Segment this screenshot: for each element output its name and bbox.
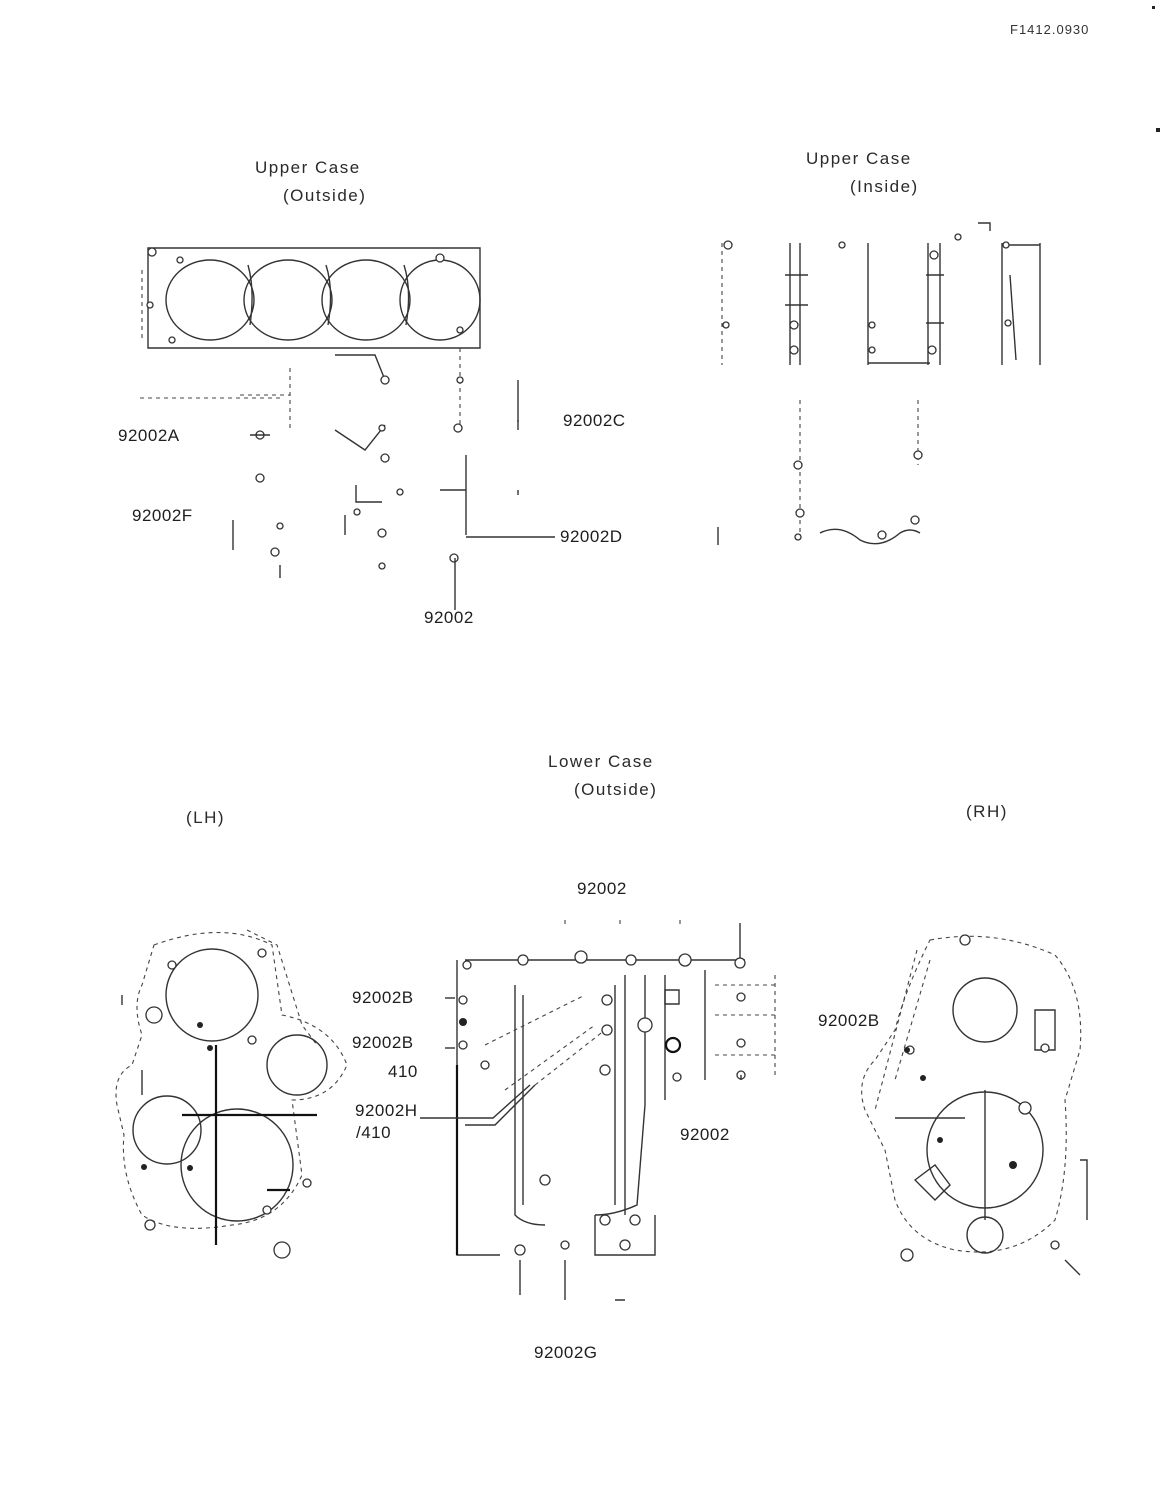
- upper-outside-title-line2: (Outside): [283, 186, 367, 205]
- lower-case-rh-drawing: [855, 930, 1095, 1275]
- callout-92002f: 92002F: [132, 506, 193, 525]
- callout-92002-top: 92002: [577, 879, 627, 898]
- upper-case-outside-drawing: [120, 230, 540, 590]
- callout-410: 410: [388, 1062, 418, 1081]
- lower-outside-title-line1: Lower Case: [548, 752, 654, 771]
- callout-410-slash: /410: [356, 1123, 392, 1142]
- lower-callout-leaders: [420, 998, 741, 1255]
- upper-callout-leaders: [250, 420, 555, 610]
- callout-92002g: 92002G: [534, 1343, 598, 1362]
- upper-case-bolt-pattern: [140, 348, 518, 578]
- upper-inside-title-line1: Upper Case: [806, 149, 912, 168]
- callout-92002d: 92002D: [560, 527, 623, 546]
- upper-inside-title-line2: (Inside): [850, 177, 919, 196]
- callout-92002b-1: 92002B: [352, 988, 414, 1007]
- callout-92002b-right: 92002B: [818, 1011, 880, 1030]
- lh-case-outline: [116, 930, 347, 1258]
- callout-92002-mid: 92002: [680, 1125, 730, 1144]
- callout-92002a: 92002A: [118, 426, 180, 445]
- upper-inside-title: Upper Case (Inside): [806, 145, 919, 201]
- rh-case-outline: [862, 935, 1087, 1275]
- upper-outside-title-line1: Upper Case: [255, 158, 361, 177]
- callout-92002-upper: 92002: [424, 608, 474, 627]
- lower-case-outside-drawing: [445, 915, 805, 1310]
- lower-outside-title: Lower Case (Outside): [548, 748, 657, 804]
- side-left-label: (LH): [186, 808, 226, 827]
- lower-outside-title-line2: (Outside): [574, 780, 658, 799]
- upper-case-outline: [142, 248, 480, 348]
- lower-case-lh-drawing: [112, 925, 357, 1270]
- upper-case-inside-drawing: [700, 215, 1060, 560]
- side-right-label: (RH): [966, 802, 1008, 821]
- document-id: F1412.0930: [1010, 22, 1090, 37]
- page-edge-mark: [1152, 6, 1155, 9]
- upper-outside-title: Upper Case (Outside): [255, 154, 366, 210]
- lower-case-outline: [457, 920, 775, 1300]
- upper-inside-ribs: [718, 223, 1040, 545]
- callout-92002h: 92002H: [355, 1101, 418, 1120]
- callout-92002c: 92002C: [563, 411, 626, 430]
- callout-92002b-2: 92002B: [352, 1033, 414, 1052]
- page-edge-mark: [1156, 128, 1160, 132]
